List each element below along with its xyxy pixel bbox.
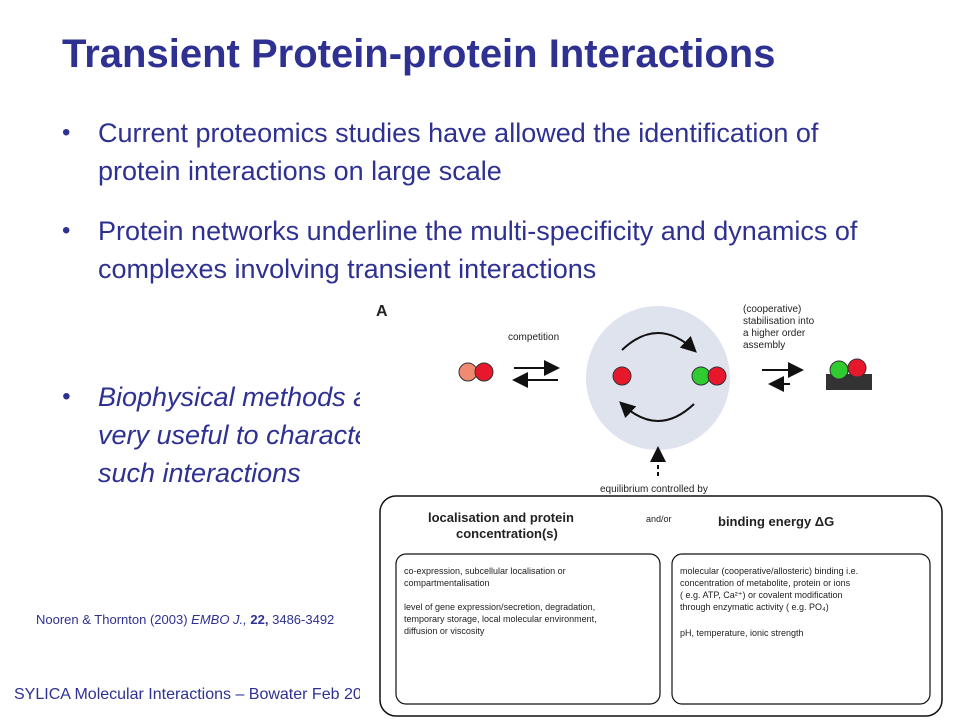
left-inner-text: compartmentalisation [404, 578, 490, 588]
protein-red [847, 358, 867, 378]
slide-title: Transient Protein-protein Interactions [62, 32, 776, 76]
bullet-proteomics: • Current proteomics studies have allowe… [62, 114, 882, 190]
left-inner-text: co-expression, subcellular localisation … [404, 566, 566, 576]
left-box-title-2: concentration(s) [456, 526, 558, 541]
competition-label: competition [508, 332, 559, 343]
left-inner-text: diffusion or viscosity [404, 626, 485, 636]
cycle-arrow-top [621, 332, 697, 353]
protein-green [829, 360, 849, 380]
protein-red [707, 366, 727, 386]
citation: Nooren & Thornton (2003) EMBO J., 22, 34… [36, 612, 334, 627]
citation-journal: EMBO J., [191, 612, 247, 627]
coop-label-2: stabilisation into [743, 316, 815, 327]
footer: SYLICA Molecular Interactions – Bowater … [14, 686, 380, 703]
right-inner-text: pH, temperature, ionic strength [680, 628, 804, 638]
panel-label: A [376, 303, 388, 320]
right-inner-text: concentration of metabolite, protein or … [680, 578, 851, 588]
protein-red [474, 362, 494, 382]
left-inner-text: level of gene expression/secretion, degr… [404, 602, 595, 612]
citation-authors: Nooren & Thornton (2003) [36, 612, 188, 627]
interaction-figure: A competition (cooperative) stabilisatio… [360, 292, 950, 720]
left-inner-text: temporary storage, local molecular envir… [404, 614, 597, 624]
localisation-factors-box [395, 553, 661, 705]
coop-label-3: a higher order [743, 328, 806, 339]
right-box-title: binding energy ΔG [718, 514, 834, 529]
bullet-symbol: • [62, 383, 71, 410]
protein-red [612, 366, 632, 386]
protein-green [691, 366, 711, 386]
and-or-label: and/or [646, 514, 672, 524]
equilibrium-label: equilibrium controlled by [600, 484, 708, 495]
right-inner-text: molecular (cooperative/allosteric) bindi… [680, 566, 858, 576]
citation-pages: 3486-3492 [272, 612, 335, 627]
bullet-symbol: • [62, 217, 71, 244]
binding-factors-box [671, 553, 931, 705]
bullet-networks: • Protein networks underline the multi-s… [62, 212, 892, 288]
coop-label-1: (cooperative) [743, 304, 801, 315]
bullet-text: Current proteomics studies have allowed … [98, 118, 819, 186]
bullet-text: Protein networks underline the multi-spe… [98, 216, 858, 284]
left-box-title-1: localisation and protein [428, 510, 574, 525]
right-inner-text: ( e.g. ATP, Ca²⁺) or covalent modificati… [680, 590, 843, 600]
protein-salmon [458, 362, 478, 382]
right-inner-text: through enzymatic activity ( e.g. PO₄) [680, 602, 829, 612]
citation-volume: 22, [250, 612, 269, 627]
cycle-arrow-bottom [619, 401, 695, 422]
bullet-symbol: • [62, 119, 71, 146]
coop-label-4: assembly [743, 340, 785, 351]
